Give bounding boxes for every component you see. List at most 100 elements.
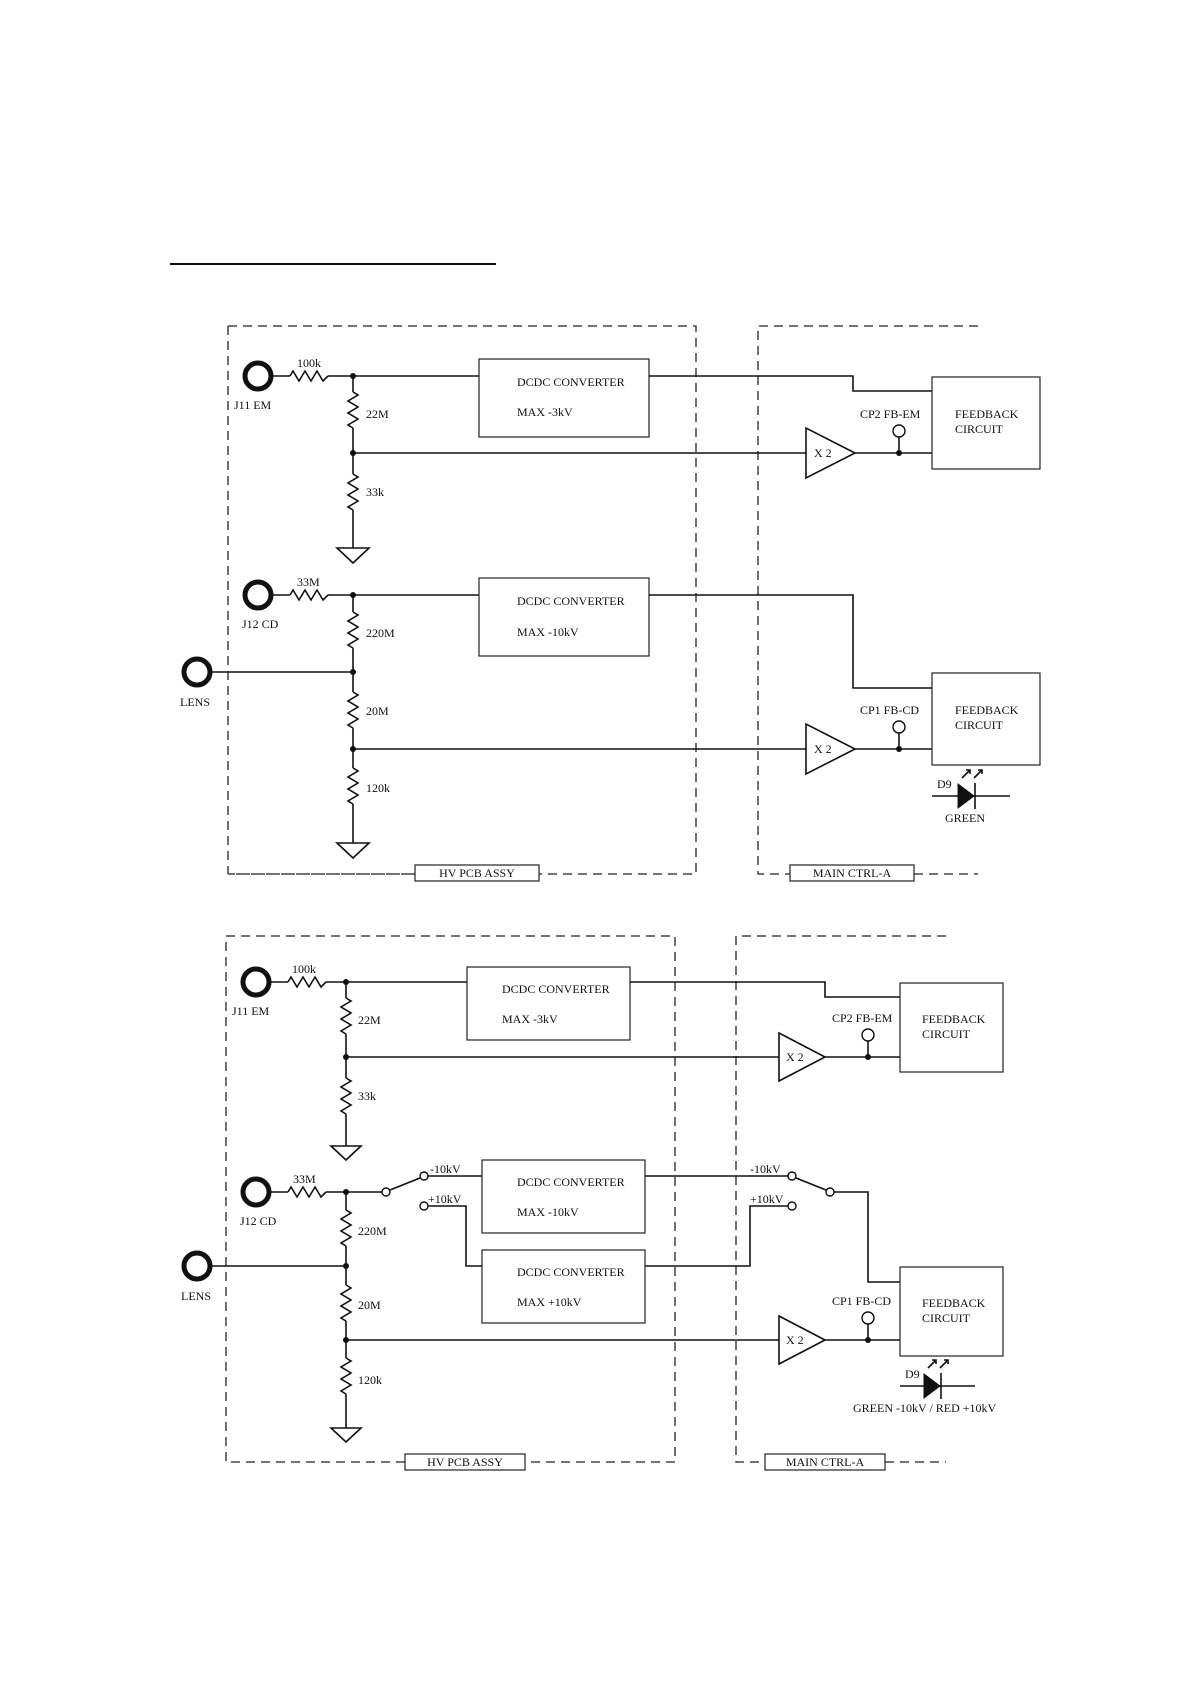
r-33m-label: 33M (293, 1172, 316, 1186)
r-22m-label: 22M (366, 407, 389, 421)
fb-cd-line2: CIRCUIT (922, 1311, 971, 1325)
dcdc-em-line1: DCDC CONVERTER (502, 982, 610, 996)
r-100k-resistor-icon (287, 975, 327, 989)
r-120k-resistor-icon (339, 1357, 353, 1395)
dcdc-neg-box (481, 1159, 646, 1234)
tp-cd-icon (892, 720, 906, 734)
sw-left-pos-label: +10kV (428, 1192, 462, 1206)
r-120k-label: 120k (358, 1373, 382, 1387)
diagram-1: HV PCB ASSY MAIN CTRL-A J11 EM 100k DCDC… (180, 325, 1041, 882)
lens-connector-icon (181, 1250, 213, 1282)
j11-label: J11 EM (234, 398, 272, 412)
lens-connector-icon (181, 656, 213, 688)
hv-pcb-enclosure (225, 935, 676, 1463)
r-20m-label: 20M (358, 1298, 381, 1312)
tp-em-label: CP2 FB-EM (832, 1011, 893, 1025)
j11-connector-icon (240, 966, 272, 998)
amp-em-label: X 2 (814, 446, 832, 460)
hv-pcb-label: HV PCB ASSY (427, 1455, 503, 1469)
r-33k-resistor-icon (346, 473, 360, 511)
j12-label: J12 CD (240, 1214, 277, 1228)
amp-cd-label: X 2 (814, 742, 832, 756)
j11-connector-icon (242, 360, 274, 392)
ground-icon (328, 1427, 364, 1444)
main-ctrl-label-box (789, 864, 915, 882)
r-33m-label: 33M (297, 575, 320, 589)
cd-output-wire (834, 1191, 900, 1283)
main-ctrl-enclosure (735, 935, 946, 1463)
fb-cd-line1: FEEDBACK (922, 1296, 986, 1310)
sw-right-neg-label: -10kV (750, 1162, 781, 1176)
fb-cd-line1: FEEDBACK (955, 703, 1019, 717)
main-ctrl-label-box (764, 1453, 886, 1471)
diagram-2: HV PCB ASSY MAIN CTRL-A J11 EM 100k DCDC… (181, 935, 1004, 1471)
dcdc-em-output-wire (630, 981, 900, 998)
dcdc-em-box (466, 966, 631, 1041)
dcdc-em-line1: DCDC CONVERTER (517, 375, 625, 389)
r-20m-resistor-icon (339, 1284, 353, 1322)
r-33m-resistor-icon (289, 588, 329, 602)
tp-em-label: CP2 FB-EM (860, 407, 921, 421)
main-ctrl-enclosure (757, 325, 978, 875)
dcdc-cd-output-wire (649, 594, 932, 689)
feedback-em-box (931, 376, 1041, 470)
r-120k-resistor-icon (346, 767, 360, 805)
dcdc-pos-line1: DCDC CONVERTER (517, 1265, 625, 1279)
tp-em-icon (892, 424, 906, 438)
amp-cd-icon (805, 722, 857, 776)
j12-label: J12 CD (242, 617, 279, 631)
r-22m-resistor-icon (339, 997, 353, 1035)
r-33k-resistor-icon (339, 1077, 353, 1115)
led-ref-label: D9 (937, 777, 952, 791)
tp-cd-label: CP1 FB-CD (832, 1294, 891, 1308)
r-33m-resistor-icon (287, 1185, 327, 1199)
dcdc-cd-line1: DCDC CONVERTER (517, 594, 625, 608)
hv-pcb-enclosure (228, 325, 697, 875)
led-color-label: GREEN (945, 811, 985, 825)
r-220m-label: 220M (358, 1224, 387, 1238)
hv-pcb-label: HV PCB ASSY (439, 866, 515, 880)
r-100k-label: 100k (297, 356, 321, 370)
r-220m-resistor-icon (339, 1209, 353, 1247)
feedback-cd-box (931, 672, 1041, 766)
amp-em-icon (778, 1031, 827, 1083)
amp-em-label: X 2 (786, 1050, 804, 1064)
amp-cd-label: X 2 (786, 1333, 804, 1347)
tp-cd-icon (861, 1311, 875, 1325)
led-ref-label: D9 (905, 1367, 920, 1381)
r-100k-resistor-icon (289, 369, 329, 383)
r-20m-label: 20M (366, 704, 389, 718)
dcdc-em-box (478, 358, 650, 438)
r-22m-label: 22M (358, 1013, 381, 1027)
feedback-cd-box (899, 1266, 1004, 1357)
r-22m-resistor-icon (346, 391, 360, 429)
sw-left-neg-label: -10kV (430, 1162, 461, 1176)
r-33k-label: 33k (366, 485, 384, 499)
fb-em-line2: CIRCUIT (955, 422, 1004, 436)
ground-icon (334, 547, 372, 565)
sw-right-pos-label: +10kV (750, 1192, 784, 1206)
feedback-em-box (899, 982, 1004, 1073)
dcdc-neg-line1: DCDC CONVERTER (517, 1175, 625, 1189)
r-100k-label: 100k (292, 962, 316, 976)
fb-em-line1: FEEDBACK (922, 1012, 986, 1026)
fb-cd-line2: CIRCUIT (955, 718, 1004, 732)
dcdc-cd-box (478, 577, 650, 657)
main-ctrl-label: MAIN CTRL-A (813, 866, 892, 880)
j12-connector-icon (240, 1176, 272, 1208)
ground-icon (334, 842, 372, 860)
tp-em-icon (861, 1028, 875, 1042)
dcdc-pos-box (481, 1249, 646, 1324)
led-d9-icon (932, 769, 1010, 809)
lens-label: LENS (180, 695, 210, 709)
dcdc-neg-line2: MAX -10kV (517, 1205, 579, 1219)
led-color-label: GREEN -10kV / RED +10kV (853, 1401, 997, 1415)
tp-cd-label: CP1 FB-CD (860, 703, 919, 717)
ground-icon (328, 1145, 364, 1162)
amp-em-icon (805, 426, 857, 480)
led-d9-icon (900, 1359, 975, 1399)
dcdc-em-output-wire (649, 375, 932, 392)
dcdc-pos-line2: MAX +10kV (517, 1295, 582, 1309)
polarity-switch-left-icon (381, 1171, 429, 1211)
